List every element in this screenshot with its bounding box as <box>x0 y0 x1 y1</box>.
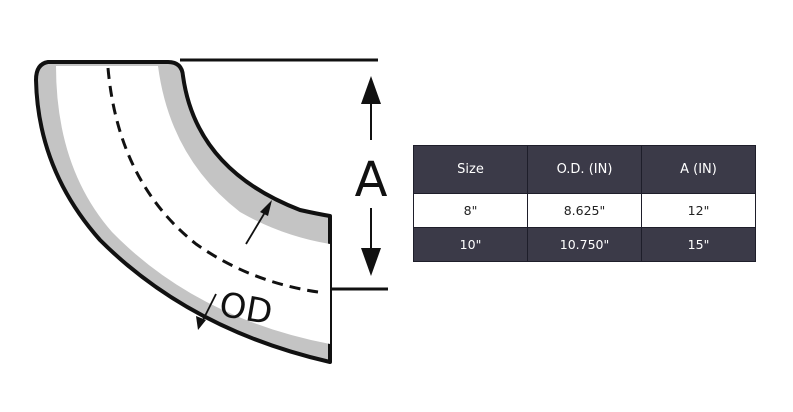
column-header-size: Size <box>413 145 528 194</box>
od-label: OD <box>216 285 275 334</box>
column-header-od: O.D. (IN) <box>527 145 642 194</box>
table-header-row: Size O.D. (IN) A (IN) <box>413 145 756 194</box>
table-row: 10" 10.750" 15" <box>413 227 756 262</box>
elbow-diagram: A OD <box>34 58 388 364</box>
spec-table: Size O.D. (IN) A (IN) 8" 8.625" 12" 10" … <box>413 145 756 262</box>
cell-od: 10.750" <box>527 227 642 262</box>
elbow-centerline <box>106 67 319 294</box>
dimension-a-arrow <box>361 76 381 276</box>
od-dimension-arrow <box>196 200 272 330</box>
elbow-inner-bore <box>56 66 330 344</box>
cell-size: 8" <box>413 193 528 228</box>
cell-a: 15" <box>641 227 756 262</box>
table-row: 8" 8.625" 12" <box>413 193 756 228</box>
cell-od: 8.625" <box>527 193 642 228</box>
column-header-a: A (IN) <box>641 145 756 194</box>
cell-size: 10" <box>413 227 528 262</box>
dimension-a-label: A <box>355 152 388 208</box>
cell-a: 12" <box>641 193 756 228</box>
